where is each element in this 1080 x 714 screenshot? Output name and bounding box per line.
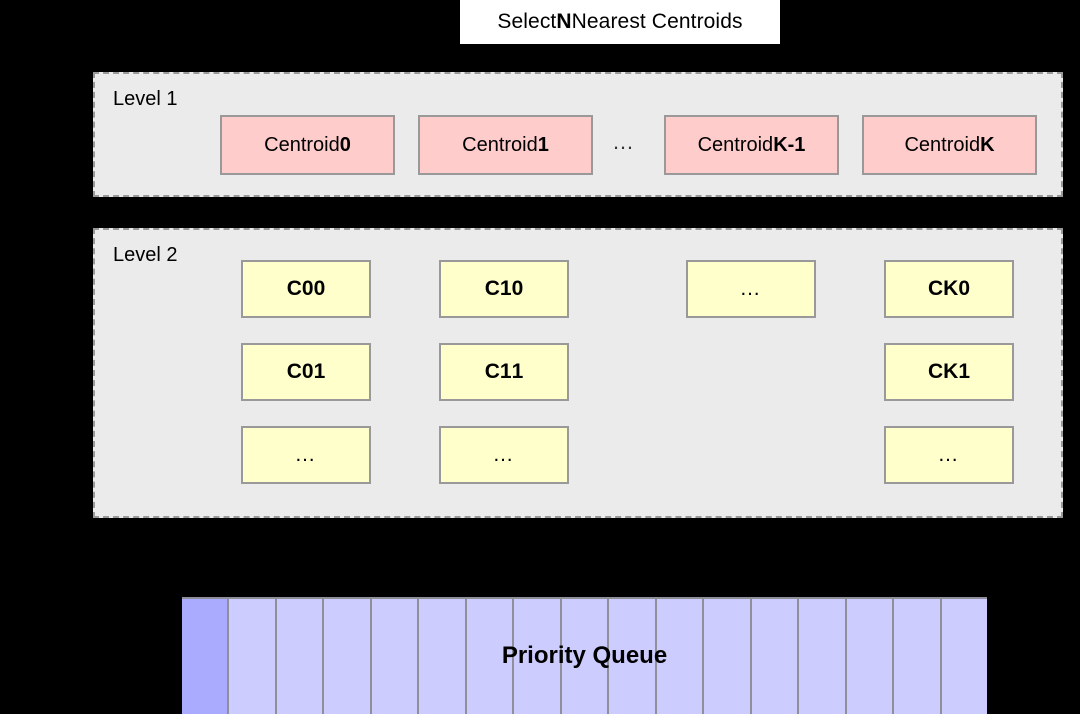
queue-cell-9[interactable] [609,599,657,714]
child-node-0-2[interactable]: … [241,426,371,484]
queue-insert-dot-6 [487,590,492,594]
centroid-node-2[interactable]: Centroid K-1 [664,115,839,175]
page-title: Select N Nearest Centroids [460,0,780,44]
centroid-node-label: Centroid [697,133,774,156]
child-node-prefix: C [286,277,302,300]
queue-cell-3[interactable] [324,599,372,714]
page-title-suffix: Nearest Centroids [571,10,743,33]
child-node-ellipsis: … [739,277,763,300]
queue-insert-dot-4 [393,590,398,594]
queue-insert-dot-9 [629,590,634,594]
child-node-prefix: C [927,360,944,383]
level-1-label: Level 1 [113,88,178,110]
child-node-index: 0 [511,277,524,300]
queue-cell-1[interactable] [229,599,277,714]
child-node-index: 1 [313,360,326,383]
child-node-prefix: C [484,277,500,300]
centroid-node-label: Centroid [904,133,981,156]
child-node-prefix: C [927,277,944,300]
child-node-parent-index: K [943,360,959,383]
child-node-index: 0 [958,277,971,300]
centroid-node-3[interactable]: Centroid K [862,115,1037,175]
child-node-parent-index: 0 [301,360,314,383]
queue-cell-4[interactable] [371,599,420,714]
queue-cell-0[interactable] [182,599,230,714]
queue-cell-15[interactable] [894,599,942,714]
queue-cell-6[interactable] [466,599,515,714]
centroid-node-index: 0 [339,133,351,156]
centroid-node-index: K-1 [773,133,806,156]
centroid-node-index: 1 [537,133,549,156]
child-node-parent-index: 1 [499,360,512,383]
queue-insert-dot-1 [251,590,256,594]
queue-insert-dot-10 [677,590,682,594]
centroid-node-1[interactable]: Centroid 1 [418,115,593,175]
page-title-bold-n: N [556,10,572,33]
queue-cell-10[interactable] [656,599,705,714]
queue-insert-dot-0 [203,590,208,594]
child-node-parent-index: K [943,277,959,300]
queue-cell-5[interactable] [419,599,467,714]
queue-cell-12[interactable] [751,599,800,714]
queue-cell-11[interactable] [704,599,752,714]
queue-cell-8[interactable] [561,599,610,714]
queue-insert-dot-3 [345,590,350,594]
queue-cell-16[interactable] [941,599,987,714]
queue-cell-2[interactable] [276,599,325,714]
queue-insert-dot-8 [582,590,587,594]
centroid-node-label: Centroid [264,133,340,156]
priority-queue[interactable] [182,597,987,714]
queue-insert-dot-2 [298,590,303,594]
queue-insert-dot-7 [535,590,540,594]
centroid-node-0[interactable]: Centroid 0 [220,115,395,175]
child-node-2-0[interactable]: … [686,260,816,318]
child-node-prefix: C [286,360,302,383]
child-node-index: 1 [958,360,971,383]
child-node-1-2[interactable]: … [439,426,569,484]
child-node-ellipsis: … [294,443,318,466]
child-node-ellipsis: … [492,443,516,466]
child-node-index: 0 [313,277,326,300]
queue-cell-14[interactable] [846,599,895,714]
page-title-prefix: Select [497,10,557,33]
level-2-label: Level 2 [113,244,178,266]
level-1-ellipsis: … [612,129,636,154]
child-node-ellipsis: … [937,443,961,466]
child-node-prefix: C [484,360,500,383]
child-node-3-2[interactable]: … [884,426,1014,484]
queue-cell-7[interactable] [514,599,562,714]
centroid-node-label: Centroid [462,133,538,156]
child-node-parent-index: 1 [499,277,512,300]
child-node-parent-index: 0 [301,277,314,300]
queue-insert-dot-5 [440,590,445,594]
queue-cell-13[interactable] [799,599,847,714]
centroid-node-index: K [980,133,995,156]
child-node-index: 1 [511,360,524,383]
